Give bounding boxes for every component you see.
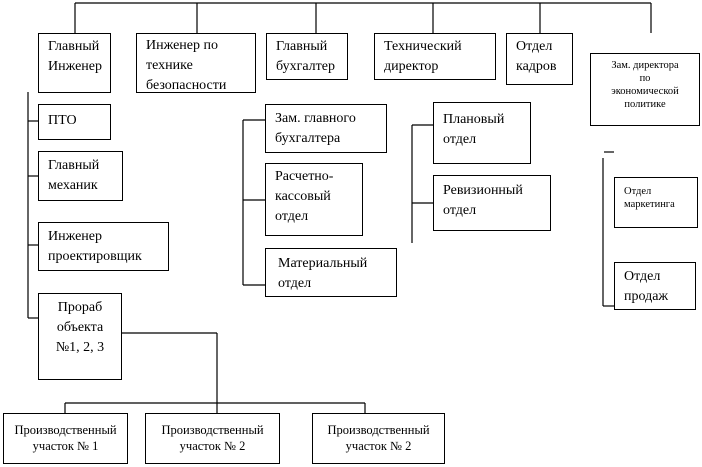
cash-department-box: Расчетно- кассовый отдел [265,163,363,236]
material-department-label: Материальный отдел [278,256,368,291]
pto-box: ПТО [38,104,111,140]
foreman-box: Прораб объекта №1, 2, 3 [38,293,122,380]
production-site-2-label: Производственный участок № 2 [161,423,264,453]
chief-mechanic-box: Главный механик [38,151,123,201]
deputy-econ-label: Зам. директора по экономической политике [611,60,679,110]
deputy-accountant-label: Зам. главного бухгалтера [275,111,356,146]
production-site-3-box: Производственный участок № 2 [312,413,445,464]
cash-department-label: Расчетно- кассовый отдел [275,169,334,224]
hr-department-label: Отдел кадров [516,39,557,74]
production-site-3-label: Производственный участок № 2 [327,423,430,453]
marketing-department-label: Отдел маркетинга [624,186,675,210]
design-engineer-label: Инженер проектировщик [48,229,142,264]
foreman-label: Прораб объекта №1, 2, 3 [55,300,105,355]
audit-department-box: Ревизионный отдел [433,175,551,231]
production-site-2-box: Производственный участок № 2 [145,413,280,464]
production-site-1-box: Производственный участок № 1 [3,413,128,464]
hr-department-box: Отдел кадров [506,33,573,85]
chief-accountant-box: Главный бухгалтер [266,33,348,80]
chief-engineer-box: Главный Инженер [38,33,111,93]
marketing-department-box: Отдел маркетинга [614,177,698,228]
deputy-econ-box: Зам. директора по экономической политике [590,53,700,126]
planning-department-label: Плановый отдел [443,112,505,147]
sales-department-label: Отдел продаж [624,269,669,304]
planning-department-box: Плановый отдел [433,102,531,164]
deputy-accountant-box: Зам. главного бухгалтера [265,104,387,153]
sales-department-box: Отдел продаж [614,262,696,310]
technical-director-label: Технический директор [384,39,462,74]
chief-accountant-label: Главный бухгалтер [276,39,335,74]
production-site-1-label: Производственный участок № 1 [14,423,117,453]
chief-engineer-label: Главный Инженер [48,39,103,74]
pto-label: ПТО [48,113,77,128]
chief-mechanic-label: Главный механик [48,158,100,193]
design-engineer-box: Инженер проектировщик [38,222,169,271]
safety-engineer-label: Инженер по технике безопасности [146,38,227,93]
audit-department-label: Ревизионный отдел [443,183,523,218]
safety-engineer-box: Инженер по технике безопасности [136,33,256,93]
material-department-box: Материальный отдел [265,248,397,297]
technical-director-box: Технический директор [374,33,496,80]
